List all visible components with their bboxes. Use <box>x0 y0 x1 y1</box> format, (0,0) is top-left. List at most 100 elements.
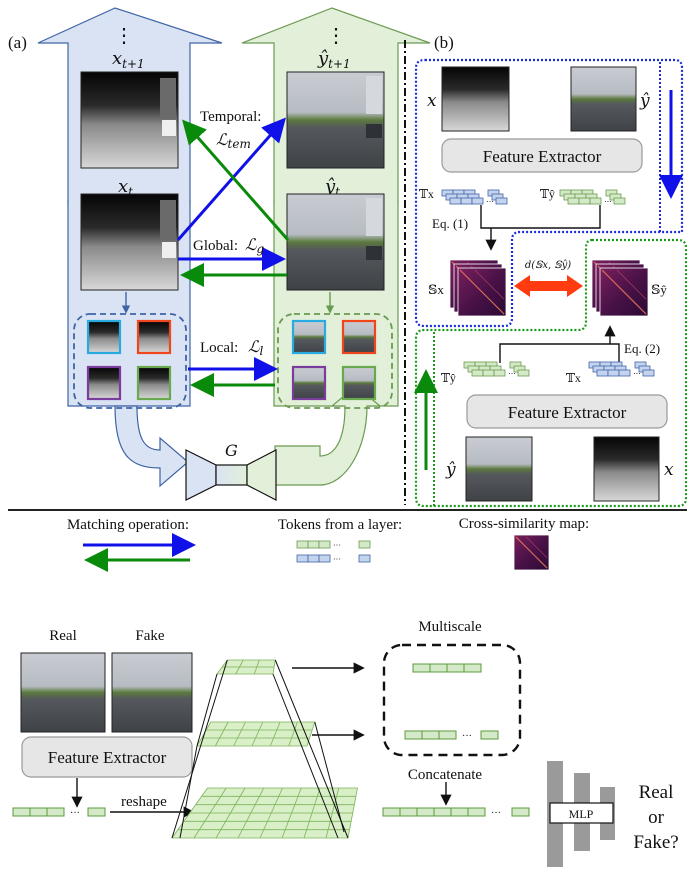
token-cell <box>495 197 508 205</box>
generator-decoder <box>246 449 277 501</box>
pyramid-level-large <box>171 787 358 839</box>
top-feature-extractor-label: Feature Extractor <box>483 147 602 166</box>
token-cell <box>613 197 626 205</box>
token-cell <box>618 369 631 377</box>
bottom-rgb-image <box>465 436 533 502</box>
distance-label: d(𝕊x, 𝕊ŷ) <box>525 260 571 271</box>
temporal-arrow-blue <box>176 117 286 241</box>
similarity-layer <box>457 267 507 317</box>
token-cell <box>296 540 309 549</box>
target-patch-group <box>277 313 393 409</box>
token-cell <box>471 197 484 205</box>
svg-text:Global:: Global: <box>193 238 238 254</box>
generator-label: G <box>225 441 238 460</box>
temporal-loss-symbol: ℒtem <box>216 130 251 151</box>
mlp-box <box>549 802 614 824</box>
source-to-generator-arrow <box>114 405 189 488</box>
token-cell <box>467 807 486 817</box>
global-loss-label: Global: ℒg <box>193 235 265 256</box>
token-cell <box>318 554 331 563</box>
concatenated-tokens: ··· <box>382 807 530 819</box>
token-cell <box>404 730 423 740</box>
bottom-feature-extractor-label: Feature Extractor <box>508 403 627 422</box>
token-cell <box>589 197 602 205</box>
generator-bottleneck <box>215 464 248 486</box>
real-image <box>20 652 106 733</box>
bottom-tokens-x: ⋯ <box>588 361 655 378</box>
pyramid-level-small <box>216 659 276 675</box>
pyramid-edge <box>171 659 228 839</box>
token-ellipsis: ··· <box>333 555 341 564</box>
bottom-feature-extractor <box>466 394 668 429</box>
thermal-frame-t1 <box>80 71 179 169</box>
similarity-map-x <box>449 259 507 317</box>
pyramid-edge <box>274 659 349 839</box>
token-cell <box>318 540 331 549</box>
top-tokens-x: ⋯ <box>441 189 508 206</box>
sim-y-label: 𝕊ŷ <box>651 282 667 297</box>
token-cell <box>12 807 31 817</box>
token-cell <box>460 197 473 205</box>
output-or: or <box>648 807 665 828</box>
token-cell <box>307 554 320 563</box>
token-cell <box>642 369 655 377</box>
output-real: Real <box>639 782 674 803</box>
token-cell <box>449 197 462 205</box>
token-ellipsis: ⋯ <box>486 197 494 206</box>
token-cell <box>358 540 371 549</box>
source-dots: ⋮ <box>114 25 134 47</box>
token-cell <box>471 369 484 377</box>
bottom-tokens-x-label: 𝕋x <box>566 371 581 385</box>
eq2-label: Eq. (2) <box>624 341 660 356</box>
token-ellipsis: ··· <box>70 808 80 819</box>
token-cell <box>433 807 452 817</box>
token-cell <box>87 807 106 817</box>
generator-encoder <box>185 449 217 501</box>
token-cell <box>446 663 465 673</box>
pyramid-edge <box>272 673 339 839</box>
distance-arrow <box>514 275 583 297</box>
top-tokens-x-label: 𝕋x <box>419 187 434 201</box>
disc-tokens: ··· <box>12 807 106 819</box>
svg-text:ℒl: ℒl <box>248 337 264 358</box>
output-fake: Fake? <box>633 832 678 853</box>
real-label: Real <box>49 628 77 644</box>
local-loss-label: Local: ℒl <box>200 337 264 358</box>
panel-b-label: (b) <box>434 33 454 52</box>
disc-feature-extractor-label: Feature Extractor <box>48 748 167 767</box>
reshape-label: reshape <box>121 794 167 810</box>
disc-feature-extractor <box>21 736 193 778</box>
svg-text:ℒg: ℒg <box>245 235 265 256</box>
token-cell <box>463 663 482 673</box>
legend-similarity-label: Cross-similarity map: <box>459 516 589 532</box>
eq1-label: Eq. (1) <box>432 216 468 231</box>
source-patches <box>86 319 172 401</box>
multiscale-label: Multiscale <box>418 619 482 635</box>
token-ellipsis: ⋯ <box>508 369 516 378</box>
bottom-thermal-image <box>593 436 660 502</box>
patch-4 <box>341 365 377 401</box>
patch-1 <box>86 319 122 355</box>
legend-matching-label: Matching operation: <box>67 517 189 533</box>
thermal-frame-t <box>80 193 179 291</box>
patch-3 <box>291 365 327 401</box>
pyramid-level-mid <box>196 721 316 747</box>
fake-label: Fake <box>135 628 165 644</box>
token-cell <box>567 197 580 205</box>
token-ellipsis: ⋯ <box>633 369 641 378</box>
fake-image <box>111 652 193 733</box>
source-patch-group <box>73 313 187 409</box>
token-ellipsis: ⋯ <box>604 197 612 206</box>
generator-to-target-arrow <box>274 385 382 486</box>
token-cell <box>307 540 320 549</box>
legend-tokens: ······ <box>296 540 371 564</box>
legend-tokens-label: Tokens from a layer: <box>278 517 402 533</box>
bottom-tokens-y-label: 𝕋ŷ <box>441 371 456 385</box>
token-cell <box>578 197 591 205</box>
mlp-label: MLP <box>569 807 594 821</box>
token-cell <box>429 663 448 673</box>
similarity-layer <box>599 267 649 317</box>
top-feature-extractor <box>441 138 643 173</box>
bottom-y-label: ŷ <box>445 460 456 480</box>
token-cell <box>517 369 530 377</box>
